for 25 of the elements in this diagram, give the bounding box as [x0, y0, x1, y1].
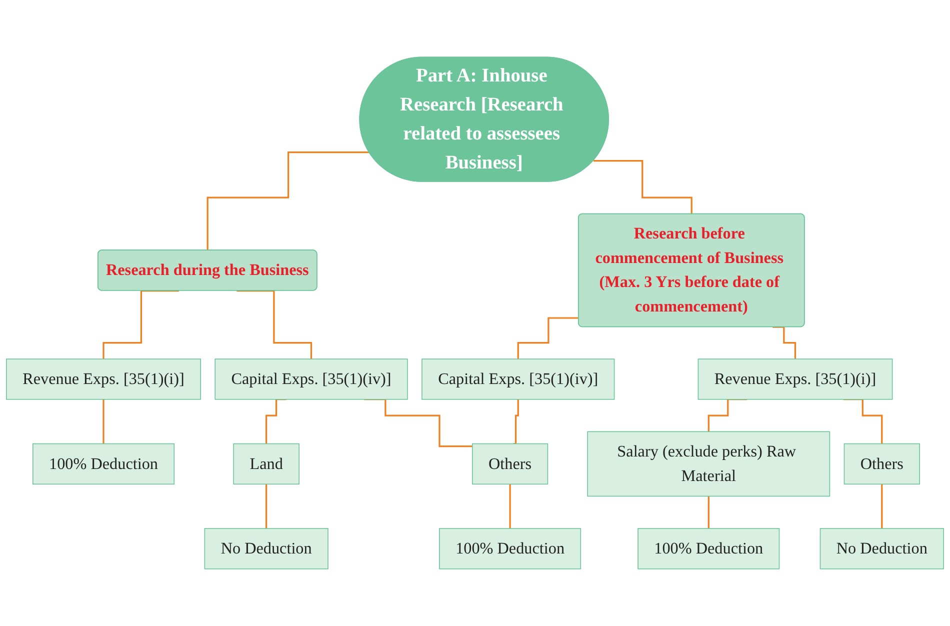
node-box: 100% Deduction [439, 528, 582, 570]
connector [772, 326, 796, 360]
node-box: Revenue Exps. [35(1)(i)] [6, 358, 201, 400]
connector [517, 317, 579, 360]
node-box: 100% Deduction [32, 443, 175, 485]
connector [509, 483, 511, 530]
node-box: Land [233, 443, 300, 485]
node-box: Revenue Exps. [35(1)(i)] [698, 358, 893, 400]
node-box: No Deduction [820, 528, 944, 570]
connector [236, 290, 312, 360]
node-box: 100% Deduction [638, 528, 780, 570]
node-box: Others [472, 443, 548, 485]
connector [708, 495, 710, 530]
connector [881, 483, 883, 530]
node-box: Others [844, 443, 920, 485]
connector [513, 398, 519, 445]
connector [266, 483, 268, 530]
connector [102, 398, 104, 445]
node-box: Salary (exclude perks) Raw Material [587, 431, 830, 497]
connector [593, 160, 693, 215]
node-box: Capital Exps. [35(1)(iv)] [422, 358, 615, 400]
connector [102, 290, 179, 360]
node-box: Capital Exps. [35(1)(iv)] [214, 358, 408, 400]
connector [206, 152, 370, 252]
node-box: No Deduction [204, 528, 328, 570]
